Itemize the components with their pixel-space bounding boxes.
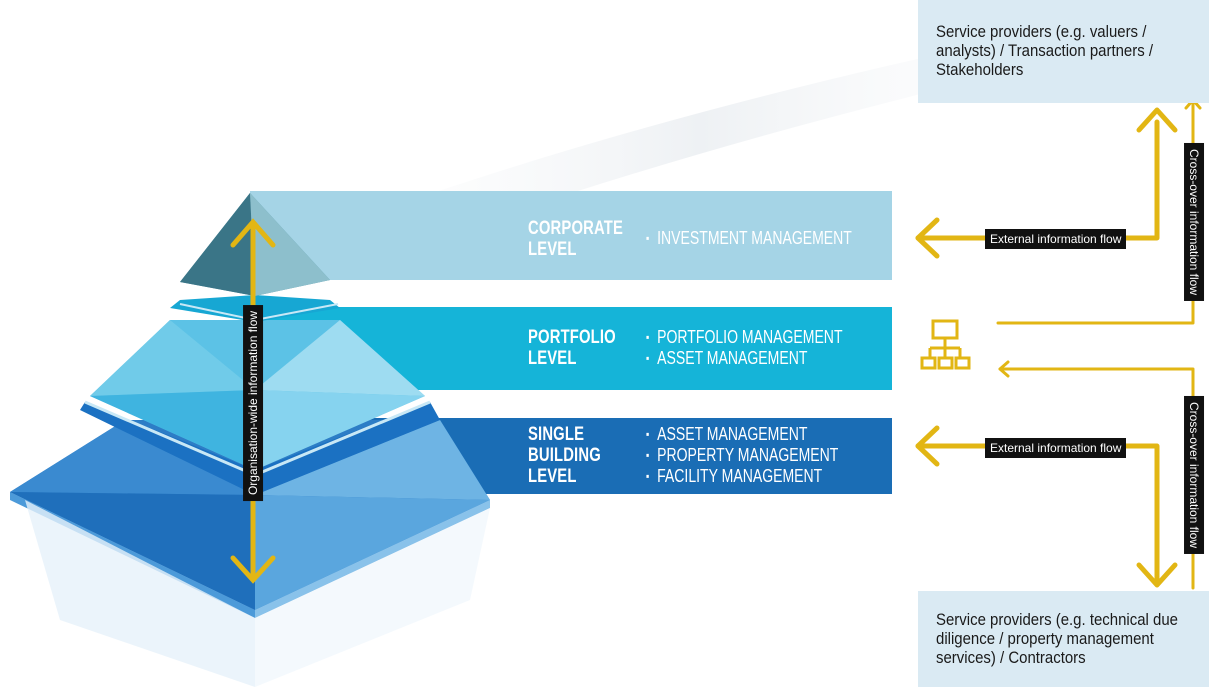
single-title-line3: LEVEL [528, 466, 577, 487]
bottom-box-text: Service providers (e.g. technical due di… [936, 610, 1178, 667]
single-building-level-items: ASSET MANAGEMENT PROPERTY MANAGEMENT FAC… [646, 424, 838, 487]
crossover-flow-label-bottom: Cross-over information flow [1184, 395, 1205, 555]
corporate-level-title: CORPORATE LEVEL [528, 218, 623, 260]
top-service-providers-box: Service providers (e.g. valuers / analys… [918, 0, 1209, 103]
bottom-service-providers-box: Service providers (e.g. technical due di… [918, 591, 1209, 687]
single-title-line1: SINGLE [528, 424, 585, 445]
portfolio-title-line1: PORTFOLIO [528, 327, 616, 348]
corporate-title-line1: CORPORATE [528, 218, 624, 239]
portfolio-item: ASSET MANAGEMENT [646, 348, 843, 369]
single-building-item: ASSET MANAGEMENT [646, 424, 838, 445]
corporate-title-line2: LEVEL [528, 239, 577, 260]
corporate-item: INVESTMENT MANAGEMENT [646, 228, 852, 249]
portfolio-level-items: PORTFOLIO MANAGEMENT ASSET MANAGEMENT [646, 327, 843, 369]
network-hierarchy-icon [920, 319, 971, 370]
crossover-bottom-arrow [998, 360, 1195, 590]
top-box-text: Service providers (e.g. valuers / analys… [936, 22, 1154, 79]
portfolio-level-title: PORTFOLIO LEVEL [528, 327, 616, 369]
single-building-item: PROPERTY MANAGEMENT [646, 445, 838, 466]
single-building-level-title: SINGLE BUILDING LEVEL [528, 424, 601, 487]
crossover-top-arrow [996, 98, 1202, 325]
portfolio-title-line2: LEVEL [528, 348, 577, 369]
portfolio-item: PORTFOLIO MANAGEMENT [646, 327, 842, 348]
organisation-flow-label: Organisation-wide information flow [243, 304, 264, 502]
external-flow-label-top: External information flow [985, 229, 1127, 249]
external-flow-label-bottom: External information flow [985, 438, 1127, 458]
corporate-level-items: INVESTMENT MANAGEMENT [646, 228, 852, 249]
single-title-line2: BUILDING [528, 445, 601, 466]
crossover-flow-label-top: Cross-over information flow [1184, 142, 1205, 302]
single-building-item: FACILITY MANAGEMENT [646, 466, 838, 487]
pyramid-bottom-tier [10, 420, 490, 687]
